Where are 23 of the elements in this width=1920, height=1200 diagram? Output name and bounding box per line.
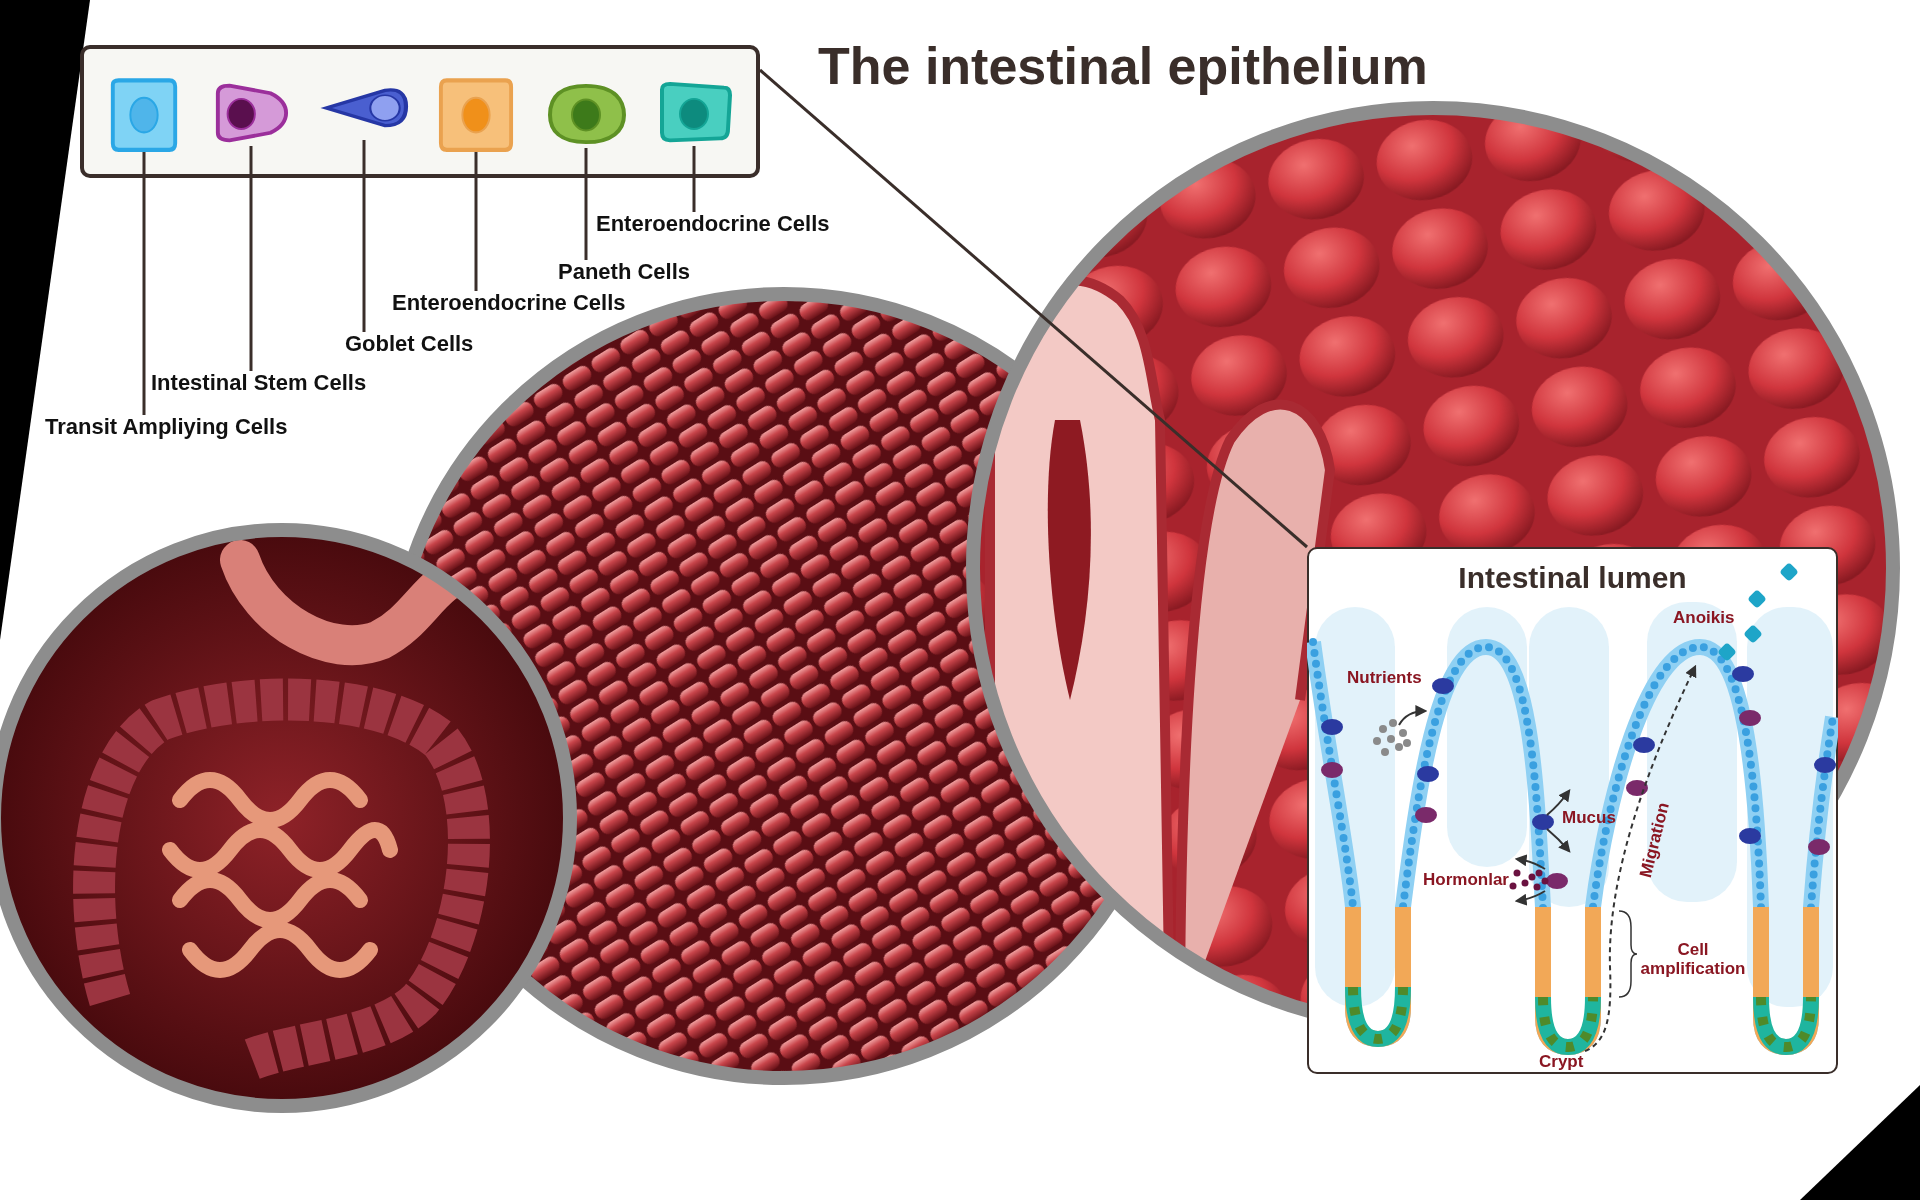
leader-line: [142, 152, 146, 415]
diagram-title: The intestinal epithelium: [818, 38, 1428, 96]
annotation-label: Mucus: [1562, 809, 1616, 828]
panel-title: Intestinal lumen: [1458, 561, 1687, 594]
cell-type-label: Goblet Cells: [345, 332, 474, 357]
cell-type-label: Paneth Cells: [558, 260, 691, 285]
cell-type-label: Enteroendocrine Cells: [392, 291, 626, 316]
cell-type-label: Intestinal Stem Cells: [151, 371, 367, 396]
annotation-label: Anoikis: [1673, 609, 1735, 628]
leader-line: [249, 146, 253, 371]
annotation-label: Nutrients: [1347, 669, 1422, 688]
legend-panel: [80, 45, 760, 178]
leader-line: [584, 148, 588, 260]
cell-icon: [437, 76, 515, 152]
leader-line: [692, 146, 696, 212]
cell-type-label: Transit Ampliying Cells: [45, 415, 288, 440]
cell-type-label: Enteroendocrine Cells: [596, 212, 830, 237]
leader-line: [474, 152, 478, 291]
connector-line: [759, 68, 1308, 549]
annotation-label: Crypt: [1539, 1053, 1584, 1072]
annotation-label: Cell amplification: [1639, 941, 1747, 979]
annotation-label: Hormonlar: [1423, 871, 1509, 890]
leader-line: [362, 140, 366, 332]
